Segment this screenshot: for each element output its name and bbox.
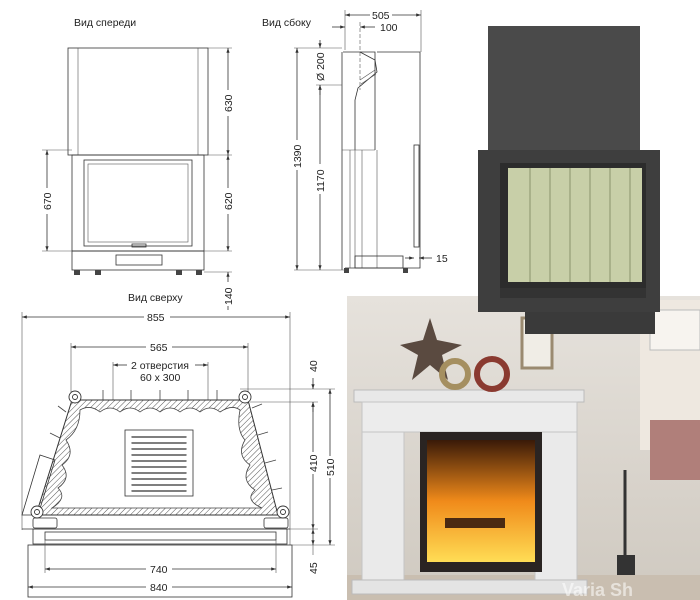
product-photo bbox=[478, 26, 660, 334]
top-view: Вид сверху 855 565 2 отверстия 60 x 300 … bbox=[21, 292, 337, 598]
openings-label-1: 2 отверстия bbox=[131, 360, 189, 372]
front-view-title: Вид спереди bbox=[74, 17, 136, 29]
dim-855: 855 bbox=[147, 312, 165, 324]
dim-840: 840 bbox=[150, 582, 168, 594]
side-view-title: Вид сбоку bbox=[262, 17, 312, 29]
dim-620: 620 bbox=[223, 192, 235, 210]
dim-565: 565 bbox=[150, 342, 168, 354]
dim-505: 505 bbox=[372, 10, 390, 22]
dim-740: 740 bbox=[150, 564, 168, 576]
dim-flue-diameter: Ø 200 bbox=[315, 52, 327, 81]
dim-510: 510 bbox=[325, 458, 337, 476]
openings-label-2: 60 x 300 bbox=[140, 372, 180, 384]
watermark: Varia Sh bbox=[562, 580, 633, 600]
dim-40: 40 bbox=[308, 360, 320, 372]
dim-1170: 1170 bbox=[315, 169, 327, 192]
dim-140: 140 bbox=[223, 287, 235, 305]
dim-410: 410 bbox=[308, 454, 320, 472]
dim-15: 15 bbox=[436, 253, 448, 265]
dim-1390: 1390 bbox=[292, 144, 304, 168]
interior-photo: Varia Sh bbox=[347, 296, 700, 600]
dim-100: 100 bbox=[380, 22, 398, 34]
dim-45: 45 bbox=[308, 562, 320, 574]
side-view: Вид сбоку 505 100 1390 1170 Ø 200 15 bbox=[262, 9, 448, 273]
dim-670: 670 bbox=[42, 192, 54, 210]
dim-630: 630 bbox=[223, 94, 235, 112]
top-view-title: Вид сверху bbox=[128, 292, 183, 304]
front-view: Вид спереди 630 620 140 670 bbox=[41, 17, 235, 310]
